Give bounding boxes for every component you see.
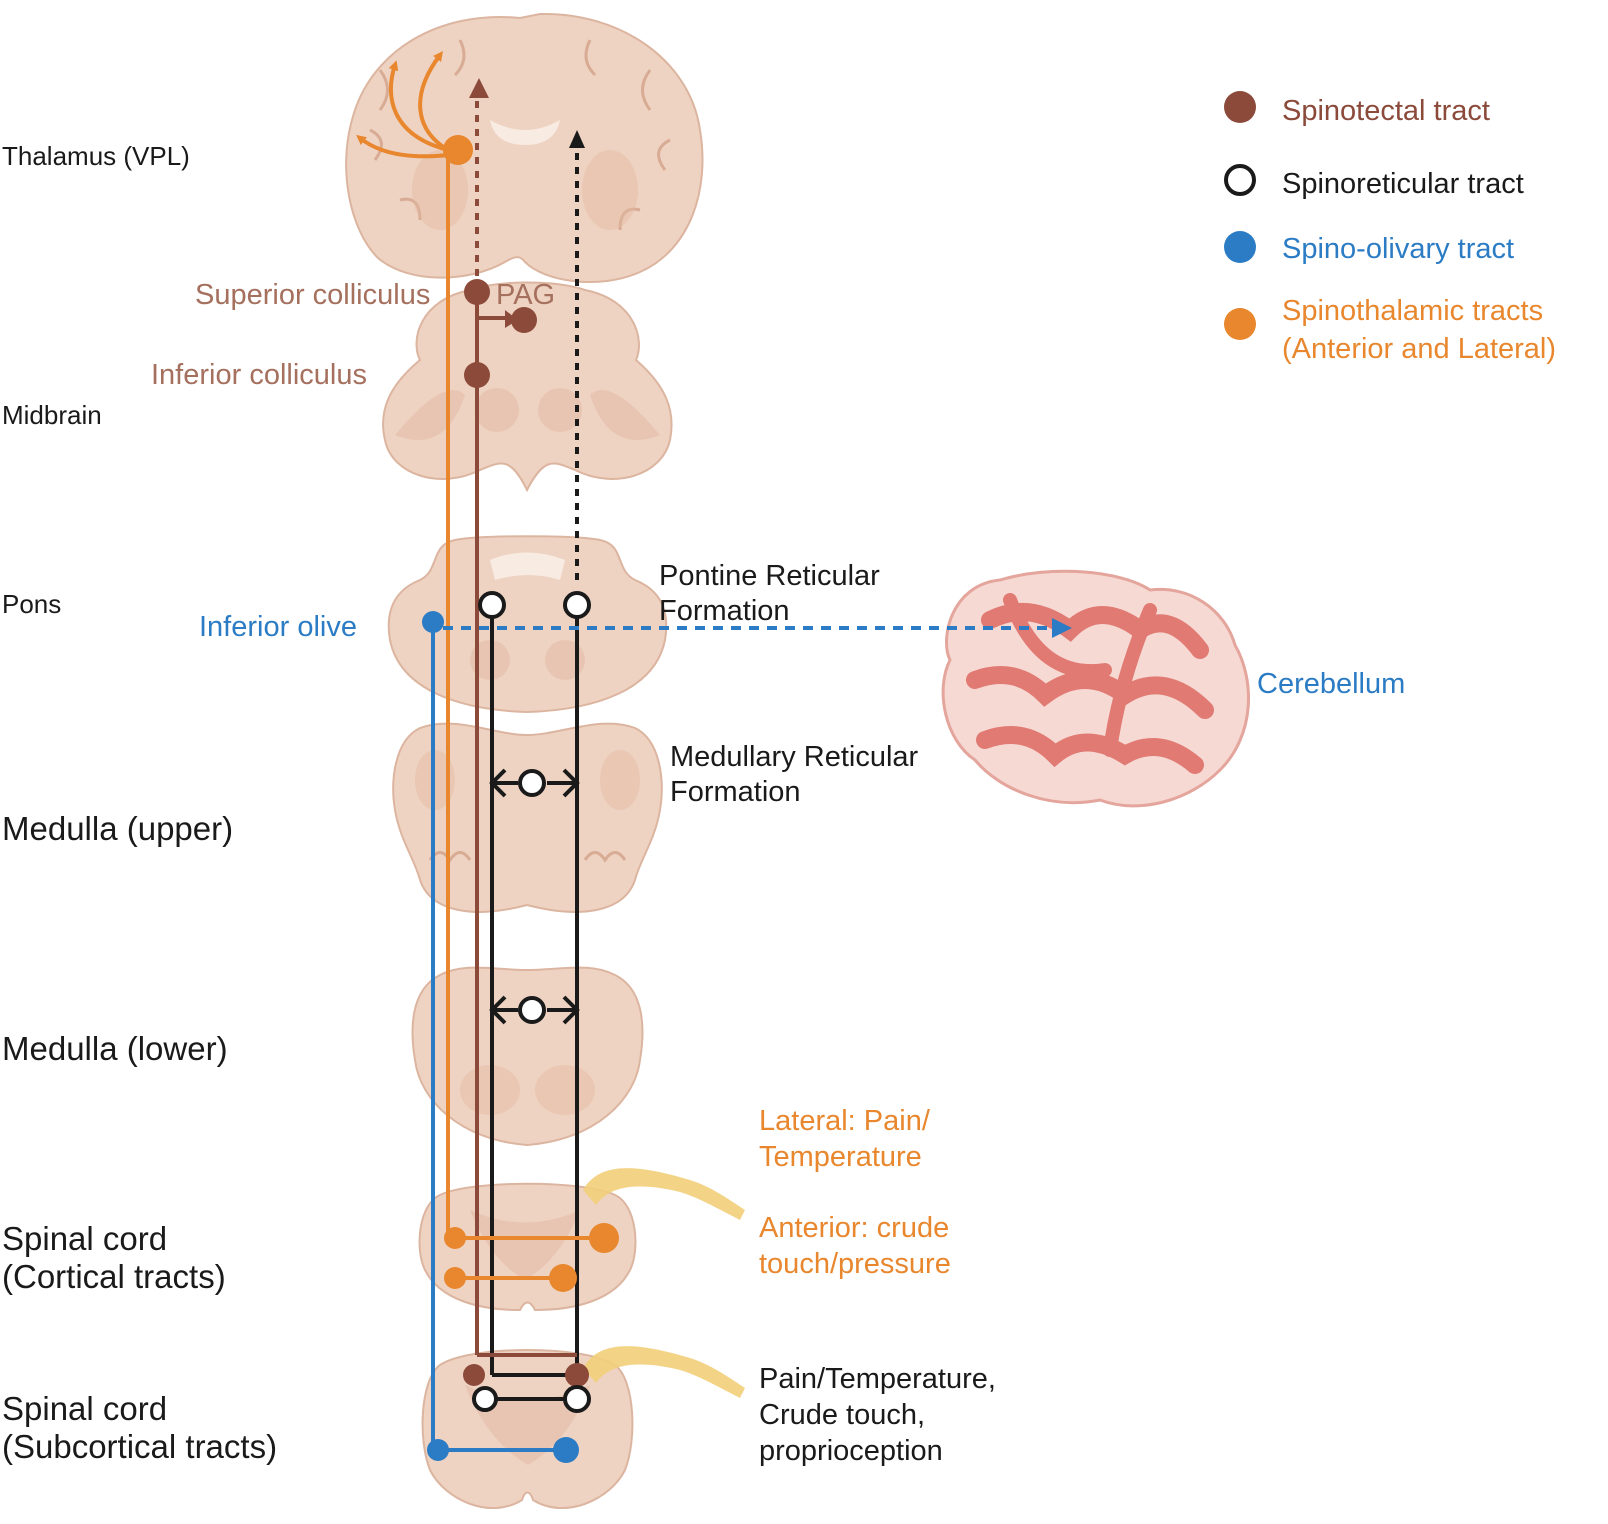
input-labels: Lateral: Pain/ Temperature Anterior: cru… [759,1105,996,1467]
legend-item-spinoreticular: Spinoreticular tract [1224,164,1524,200]
legend-label-spino-olivary: Spino-olivary tract [1282,233,1514,265]
midbrain-section [382,281,673,493]
label-medullary-rf-1: Medullary Reticular [670,741,919,773]
legend-item-spinotectal: Spinotectal tract [1224,91,1490,127]
legend-label-spinothalamic-2: (Anterior and Lateral) [1282,333,1556,365]
brain-coronal-section [345,12,704,283]
legend-item-spino-olivary: Spino-olivary tract [1224,231,1514,265]
label-superior-colliculus: Superior colliculus [195,279,430,311]
label-spinal-subcortical-2: (Subcortical tracts) [2,1428,277,1465]
label-anterior-2: touch/pressure [759,1248,951,1280]
inferior-olive-node [422,611,444,633]
spinoreticular-arrowhead [569,130,585,148]
anterior-st-second-order-node [444,1267,466,1289]
structure-labels: Superior colliculus PAG Inferior collicu… [151,279,1405,808]
label-subcortical-input-2: Crude touch, [759,1399,925,1431]
spinotectal-pathway [475,92,577,1357]
afferent-nerves [583,1168,745,1398]
label-medullary-rf-2: Formation [670,776,801,808]
medulla-upper-section [392,722,663,913]
label-pag: PAG [496,279,555,311]
label-pontine-rf-2: Formation [659,595,790,627]
pag-node [511,307,537,333]
pontine-rf-node-right [563,591,591,619]
lateral-st-dorsal-root-node [589,1223,619,1253]
pons-section [387,535,668,714]
label-medulla-upper: Medulla (upper) [2,810,233,847]
label-midbrain: Midbrain [2,400,102,430]
medullary-rf-node-lower [518,996,546,1024]
spinoreticular-node-right [563,1385,591,1413]
medulla-lower-section [411,966,644,1147]
legend: Spinotectal tract Spinoreticular tract S… [1224,91,1556,365]
label-inferior-olive: Inferior olive [199,611,357,643]
label-pons: Pons [2,589,61,619]
legend-marker-spinoreticular [1224,164,1256,196]
spino-olivary-pathway [431,622,1060,1452]
legend-marker-spinotectal [1224,91,1256,123]
medullary-rf-node-upper [518,769,546,797]
legend-item-spinothalamic: Spinothalamic tracts (Anterior and Later… [1224,295,1556,365]
label-spinal-cortical-1: Spinal cord [2,1220,167,1257]
spinotectal-dorsal-node-right [565,1363,589,1387]
spinoreticular-node-left [472,1386,498,1412]
level-labels: Thalamus (VPL) Midbrain Pons Medulla (up… [2,141,277,1465]
label-thalamus: Thalamus (VPL) [2,141,190,171]
cerebellum-section [941,569,1250,808]
label-inferior-colliculus: Inferior colliculus [151,359,367,391]
label-subcortical-input-3: proprioception [759,1435,943,1467]
anterior-st-dorsal-root-node [549,1264,577,1292]
label-lateral-2: Temperature [759,1141,922,1173]
label-cerebellum: Cerebellum [1257,668,1405,700]
legend-label-spinothalamic-1: Spinothalamic tracts [1282,295,1543,327]
label-lateral-1: Lateral: Pain/ [759,1105,931,1137]
label-medulla-lower: Medulla (lower) [2,1030,228,1067]
superior-colliculus-node [464,279,490,305]
label-anterior-1: Anterior: crude [759,1212,949,1244]
spinothalamic-pathway [356,50,592,1280]
legend-marker-spino-olivary [1224,231,1256,263]
legend-label-spinoreticular: Spinoreticular tract [1282,168,1524,200]
label-spinal-subcortical-1: Spinal cord [2,1390,167,1427]
spino-olivary-arrowhead [1052,618,1072,638]
spinotectal-arrowhead-up [469,78,489,98]
label-subcortical-input-1: Pain/Temperature, [759,1363,996,1395]
lateral-st-second-order-node [444,1227,466,1249]
label-spinal-cortical-2: (Cortical tracts) [2,1258,226,1295]
pontine-rf-node-left [478,591,506,619]
legend-label-spinotectal: Spinotectal tract [1282,95,1490,127]
thalamus-vpl-node [443,135,473,165]
spinoreticular-pathway [480,142,580,1401]
inferior-colliculus-node [464,362,490,388]
spino-olivary-node-left [427,1439,449,1461]
spinotectal-dorsal-node-left [463,1364,485,1386]
label-pontine-rf-1: Pontine Reticular [659,560,880,592]
legend-marker-spinothalamic [1224,308,1256,340]
spino-olivary-node-right [553,1437,579,1463]
